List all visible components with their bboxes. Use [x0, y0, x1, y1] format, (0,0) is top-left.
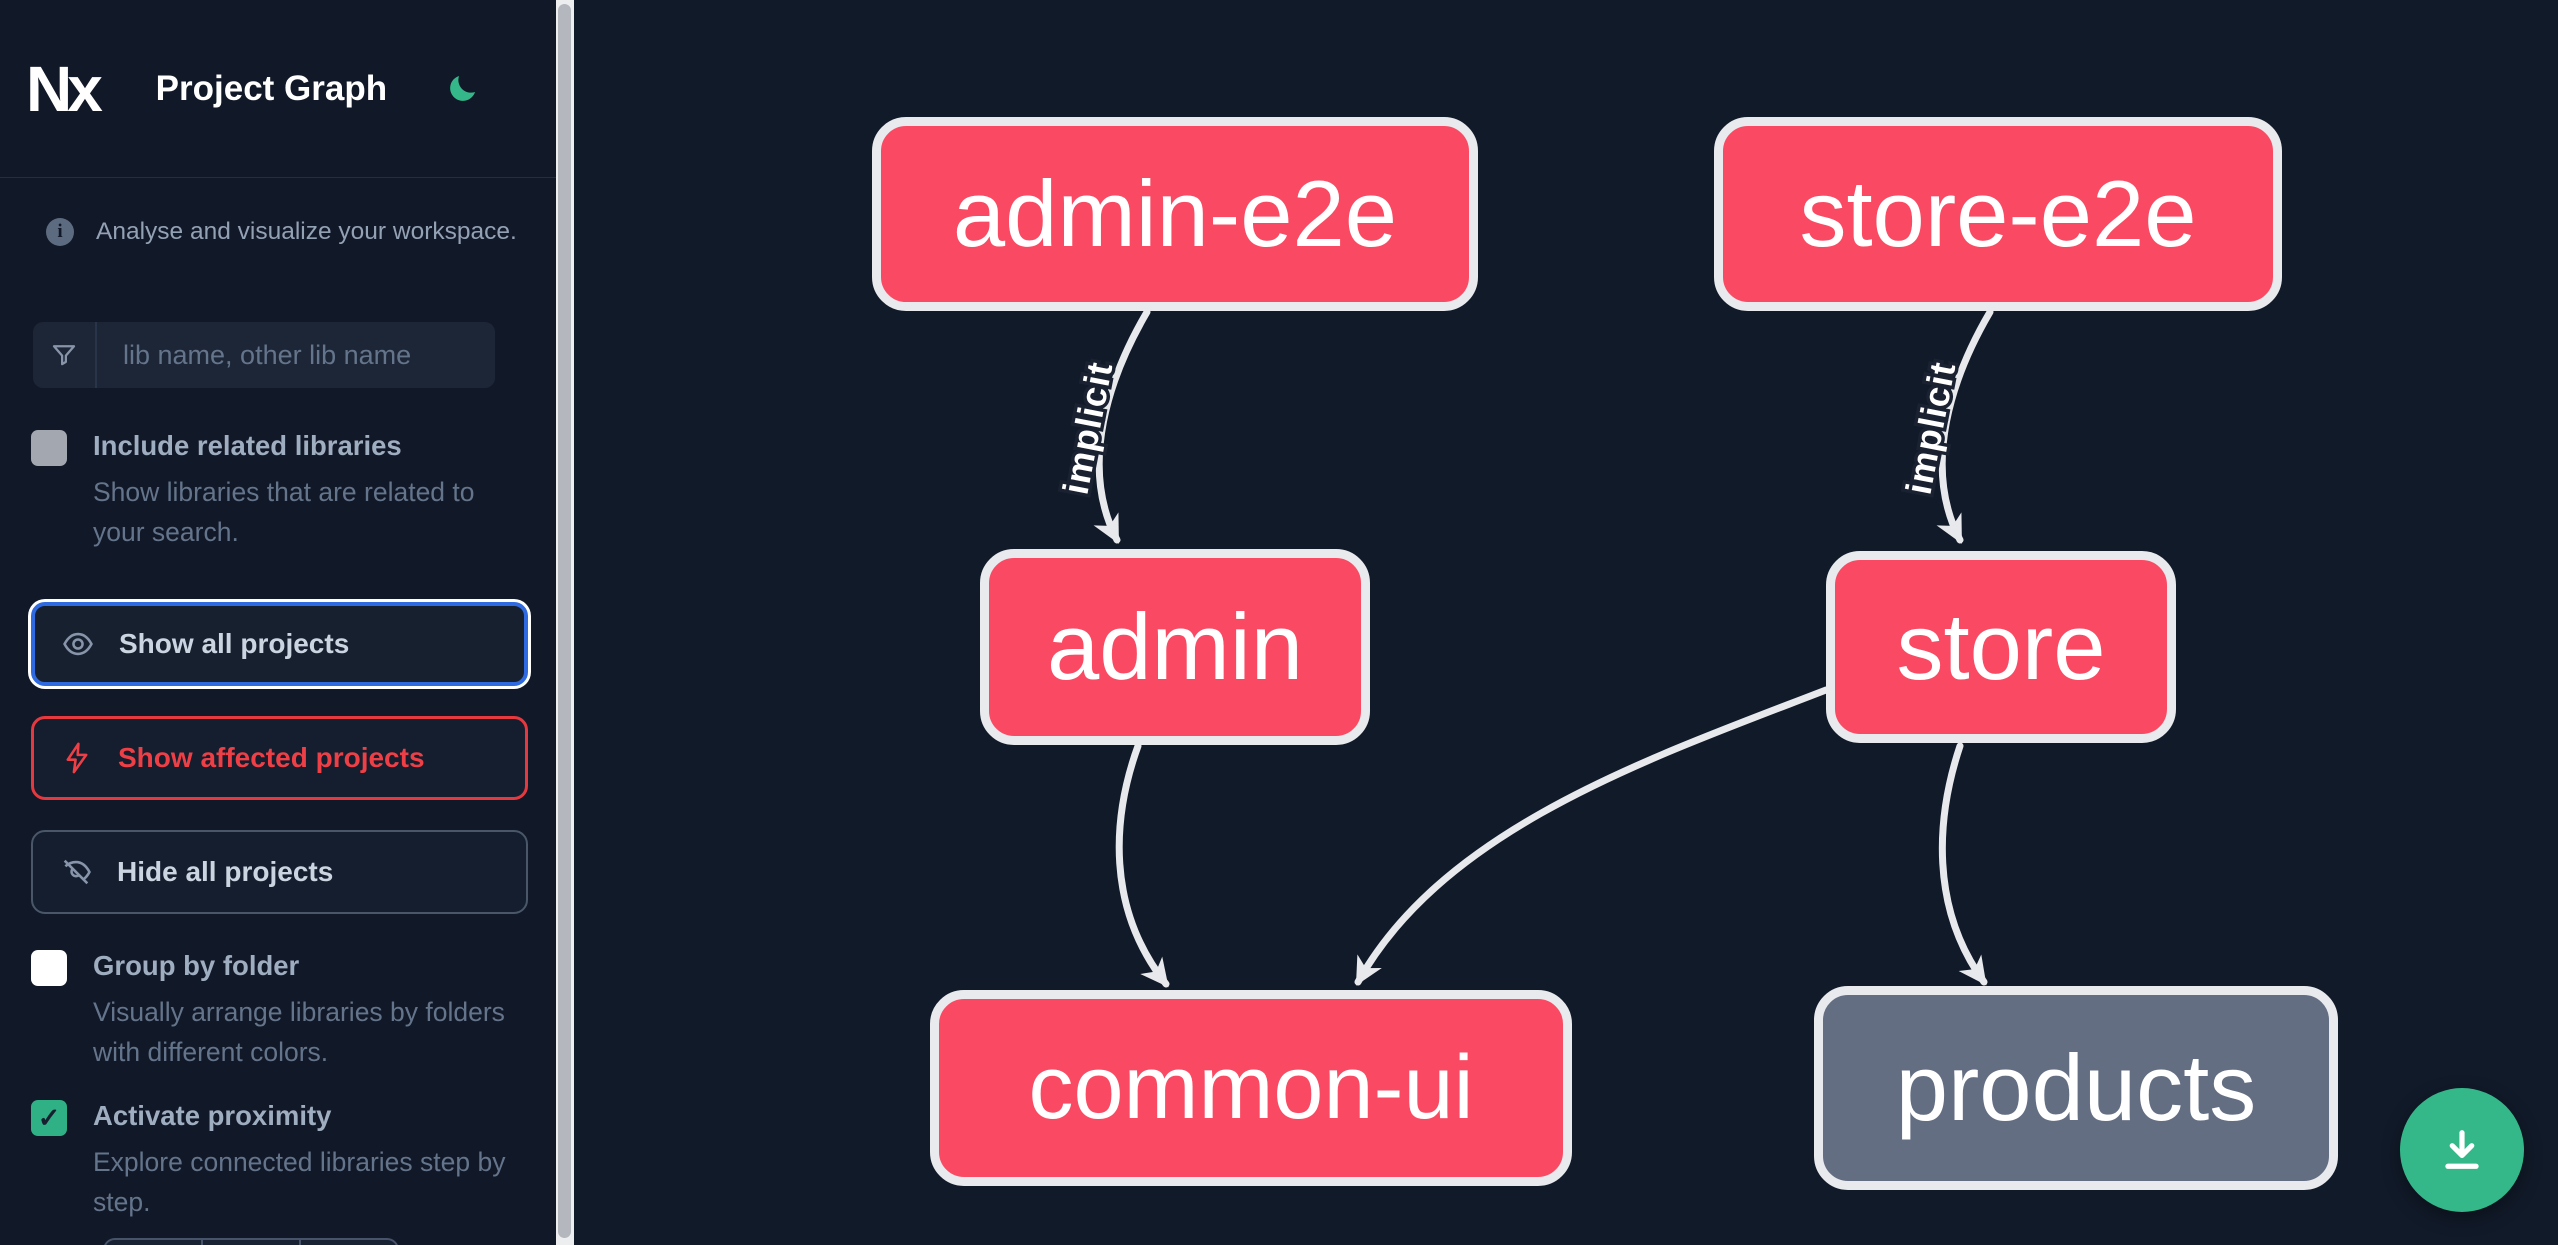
- info-icon: i: [46, 218, 74, 246]
- show-all-projects-label: Show all projects: [119, 628, 350, 659]
- edge-store-to-products: [1938, 742, 1988, 986]
- sidebar: Nx Project Graph i Analyse and visualize…: [0, 0, 556, 1245]
- lightning-bolt-icon: [66, 742, 88, 774]
- sidebar-scrollbar[interactable]: [556, 0, 574, 1245]
- edge-admin-e2e-to-admin: [1093, 308, 1151, 544]
- group-by-folder-row: Group by folder Visually arrange librari…: [31, 948, 520, 1072]
- activate-proximity-checkbox[interactable]: ✓: [31, 1100, 67, 1136]
- edge-store-e2e-to-store: [1936, 308, 1994, 544]
- graph-node-store[interactable]: store: [1826, 551, 2176, 743]
- activate-proximity-label[interactable]: Activate proximity: [93, 1100, 332, 1131]
- graph-node-admin-e2e[interactable]: admin-e2e: [872, 117, 1478, 311]
- group-by-folder-description: Visually arrange libraries by folders wi…: [93, 997, 505, 1067]
- hide-all-projects-label: Hide all projects: [117, 856, 334, 887]
- include-related-description: Show libraries that are related to your …: [93, 477, 475, 547]
- project-actions: Show all projects Show affected projects…: [31, 602, 528, 914]
- edge-admin-to-common-ui: [1115, 742, 1170, 988]
- sidebar-scrollbar-thumb[interactable]: [558, 4, 571, 1238]
- include-related-checkbox[interactable]: [31, 430, 67, 466]
- graph-node-products[interactable]: products: [1814, 986, 2338, 1190]
- search-input[interactable]: [97, 322, 495, 388]
- proximity-value-cell: [201, 1240, 299, 1245]
- eye-icon: [63, 632, 93, 656]
- graph-node-store-e2e[interactable]: store-e2e: [1714, 117, 2282, 311]
- show-affected-projects-button[interactable]: Show affected projects: [31, 716, 528, 800]
- funnel-filter-icon: [33, 322, 97, 388]
- hide-all-projects-button[interactable]: Hide all projects: [31, 830, 528, 914]
- download-image-button[interactable]: [2400, 1088, 2524, 1212]
- include-related-label[interactable]: Include related libraries: [93, 430, 402, 461]
- activate-proximity-row: ✓ Activate proximity Explore connected l…: [31, 1098, 520, 1222]
- include-related-libraries-row: Include related libraries Show libraries…: [31, 428, 520, 552]
- page-title: Project Graph: [155, 68, 388, 108]
- workspace-tagline: Analyse and visualize your workspace.: [96, 218, 517, 245]
- graph-node-admin[interactable]: admin: [980, 549, 1370, 745]
- workspace-tagline-row: i Analyse and visualize your workspace.: [46, 218, 522, 246]
- edge-store-to-common-ui: [1354, 686, 1830, 986]
- sidebar-header: Nx Project Graph: [0, 0, 556, 178]
- show-all-projects-button[interactable]: Show all projects: [31, 602, 528, 686]
- nx-logo: Nx: [26, 52, 103, 125]
- show-affected-projects-label: Show affected projects: [118, 742, 425, 773]
- moon-icon: [450, 75, 476, 101]
- graph-node-common-ui[interactable]: common-ui: [930, 990, 1572, 1186]
- proximity-increment-button[interactable]: [299, 1240, 397, 1245]
- eye-off-icon: [63, 859, 91, 885]
- group-by-folder-checkbox[interactable]: [31, 950, 67, 986]
- download-icon: [2445, 1130, 2479, 1169]
- filter-search-box: [33, 322, 495, 388]
- proximity-degree-stepper: [103, 1238, 399, 1245]
- dark-mode-toggle[interactable]: [445, 71, 481, 107]
- activate-proximity-description: Explore connected libraries step by step…: [93, 1147, 506, 1217]
- proximity-decrement-button[interactable]: [105, 1240, 201, 1245]
- group-by-folder-label[interactable]: Group by folder: [93, 950, 300, 981]
